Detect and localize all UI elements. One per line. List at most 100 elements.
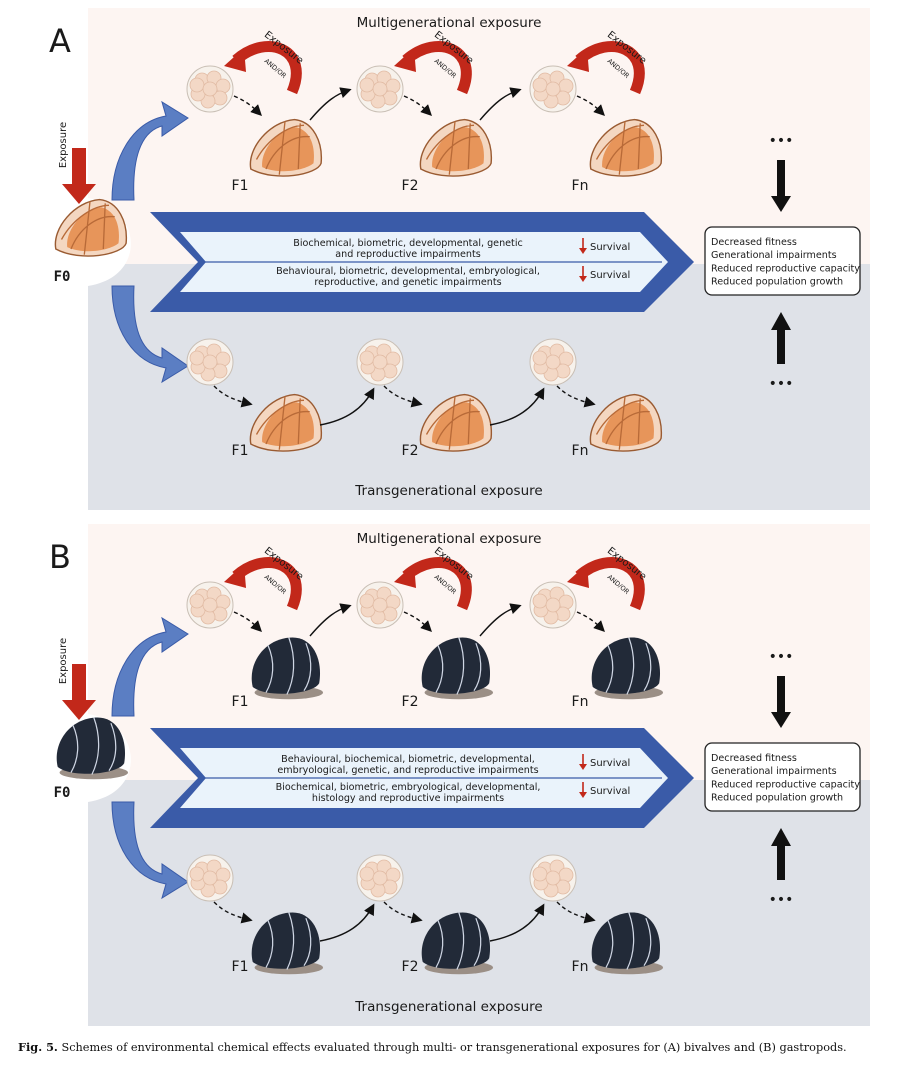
snail-shell-stripes xyxy=(265,637,312,695)
exposure-cycle-arrowhead xyxy=(567,48,589,72)
gastropod-snail-icon xyxy=(591,912,663,975)
gen-label-bottom: F2 xyxy=(402,443,419,459)
egg-cell xyxy=(359,593,375,609)
arrow-up-to-outcomes xyxy=(771,828,791,880)
shell-ridges xyxy=(255,121,310,175)
snail-shell-stripes xyxy=(435,912,482,970)
effects-text-line: Behavioural, biochemical, biometric, dev… xyxy=(281,754,535,765)
egg-cell xyxy=(189,866,205,882)
figure-caption: Fig. 5. Schemes of environmental chemica… xyxy=(18,1040,898,1054)
effects-text-line: embryological, genetic, and reproductive… xyxy=(277,765,538,776)
survival-label: Survival xyxy=(590,242,630,253)
egg-cell xyxy=(372,354,388,370)
gen-label-top: F1 xyxy=(232,178,249,194)
egg-cell xyxy=(532,350,548,366)
egg-cell xyxy=(372,597,388,613)
snail-shell-stripes xyxy=(605,912,652,970)
generation-arrow-bottom xyxy=(489,387,545,426)
gen-label-top: F2 xyxy=(402,694,419,710)
ellipsis-bottom: ••• xyxy=(769,376,794,392)
survival-down-arrowhead xyxy=(579,248,587,254)
egg-cell xyxy=(532,866,548,882)
dashed-egg-arrow xyxy=(233,95,262,116)
f0-exposure-arrow-shaft xyxy=(72,148,86,184)
effects-text-line: reproductive, and genetic impairments xyxy=(314,277,501,288)
egg-cell xyxy=(359,866,375,882)
outcome-line: Reduced population growth xyxy=(711,793,843,804)
gen-label-top: F1 xyxy=(232,694,249,710)
f0-to-multigen-arrow xyxy=(111,616,189,717)
egg-cell xyxy=(202,354,218,370)
dashed-egg-arrow xyxy=(403,611,432,632)
effects-text-line: and reproductive impairments xyxy=(335,249,480,260)
egg-cell xyxy=(189,593,205,609)
dashed-egg-arrow xyxy=(233,611,262,632)
outcomes-box xyxy=(704,742,861,812)
dashed-egg-arrow xyxy=(403,95,432,116)
snail-shell xyxy=(591,637,661,694)
survival-label: Survival xyxy=(590,758,630,769)
survival-down-arrowhead xyxy=(579,764,587,770)
arrow-down-to-outcomes xyxy=(771,160,791,212)
shell-ridges xyxy=(595,121,650,175)
snail-shell xyxy=(591,912,661,969)
gastropod-snail-icon xyxy=(591,637,663,700)
egg-cell xyxy=(545,870,561,886)
arrow-up-to-outcomes xyxy=(771,312,791,364)
survival-down-arrowhead xyxy=(579,792,587,798)
egg-cell xyxy=(359,350,375,366)
f0-exposure-label: Exposure xyxy=(58,122,69,168)
egg-cell xyxy=(359,77,375,93)
exposure-cycle-arrow xyxy=(402,41,472,95)
f0-to-multigen-arrow xyxy=(111,100,189,201)
exposure-cycle-arrowhead xyxy=(224,48,246,72)
exposure-cycle-arrow xyxy=(575,41,645,95)
shell-ridges xyxy=(595,396,650,450)
survival-label: Survival xyxy=(590,270,630,281)
bivalve-shell-icon xyxy=(589,118,662,177)
dashed-egg-arrow xyxy=(383,385,423,408)
snail-shell xyxy=(421,637,491,694)
ellipsis-bottom: ••• xyxy=(769,892,794,908)
egg-cell xyxy=(545,354,561,370)
outcome-line: Decreased fitness xyxy=(711,237,797,248)
egg-cell xyxy=(532,77,548,93)
bivalve-shell-icon xyxy=(54,198,127,257)
snail-shell-stripes xyxy=(435,637,482,695)
gastropod-snail-icon xyxy=(251,637,323,700)
exposure-cycle-arrow xyxy=(232,557,302,611)
outcome-line: Reduced population growth xyxy=(711,277,843,288)
main-effects-arrow: Behavioural, biochemical, biometric, dev… xyxy=(150,728,694,828)
arrow-down-to-outcomes xyxy=(771,676,791,728)
generation-arrow-top xyxy=(479,87,522,121)
exposure-cycle-arrowhead xyxy=(394,48,416,72)
outcome-line: Generational impairments xyxy=(711,250,837,261)
exposure-cycle-arrow xyxy=(402,557,472,611)
top-title: Multigenerational exposure xyxy=(357,531,542,547)
snail-shell xyxy=(421,912,491,969)
gastropod-snail-icon xyxy=(421,912,493,975)
gen-label-bottom: F1 xyxy=(232,443,249,459)
gen-label-top: Fn xyxy=(572,694,589,710)
panel-letter: A xyxy=(49,22,71,60)
egg-cell xyxy=(545,597,561,613)
egg-cell xyxy=(545,81,561,97)
ellipsis-top: ••• xyxy=(769,649,794,665)
dashed-egg-arrow xyxy=(383,901,423,924)
snail-shell-stripes xyxy=(265,912,312,970)
effects-text-line: Behavioural, biometric, developmental, e… xyxy=(276,266,540,277)
egg-cell xyxy=(189,350,205,366)
gen-label-top: Fn xyxy=(572,178,589,194)
exposure-cycle-arrowhead xyxy=(394,564,416,588)
outcome-line: Reduced reproductive capacity xyxy=(711,263,860,274)
dashed-egg-arrow xyxy=(213,901,253,924)
gastropod-snail-icon xyxy=(421,637,493,700)
bottom-title: Transgenerational exposure xyxy=(354,483,542,499)
generation-arrow-bottom xyxy=(319,387,375,426)
egg-cell xyxy=(189,77,205,93)
exposure-cycle-arrow xyxy=(232,41,302,95)
egg-cell xyxy=(202,81,218,97)
